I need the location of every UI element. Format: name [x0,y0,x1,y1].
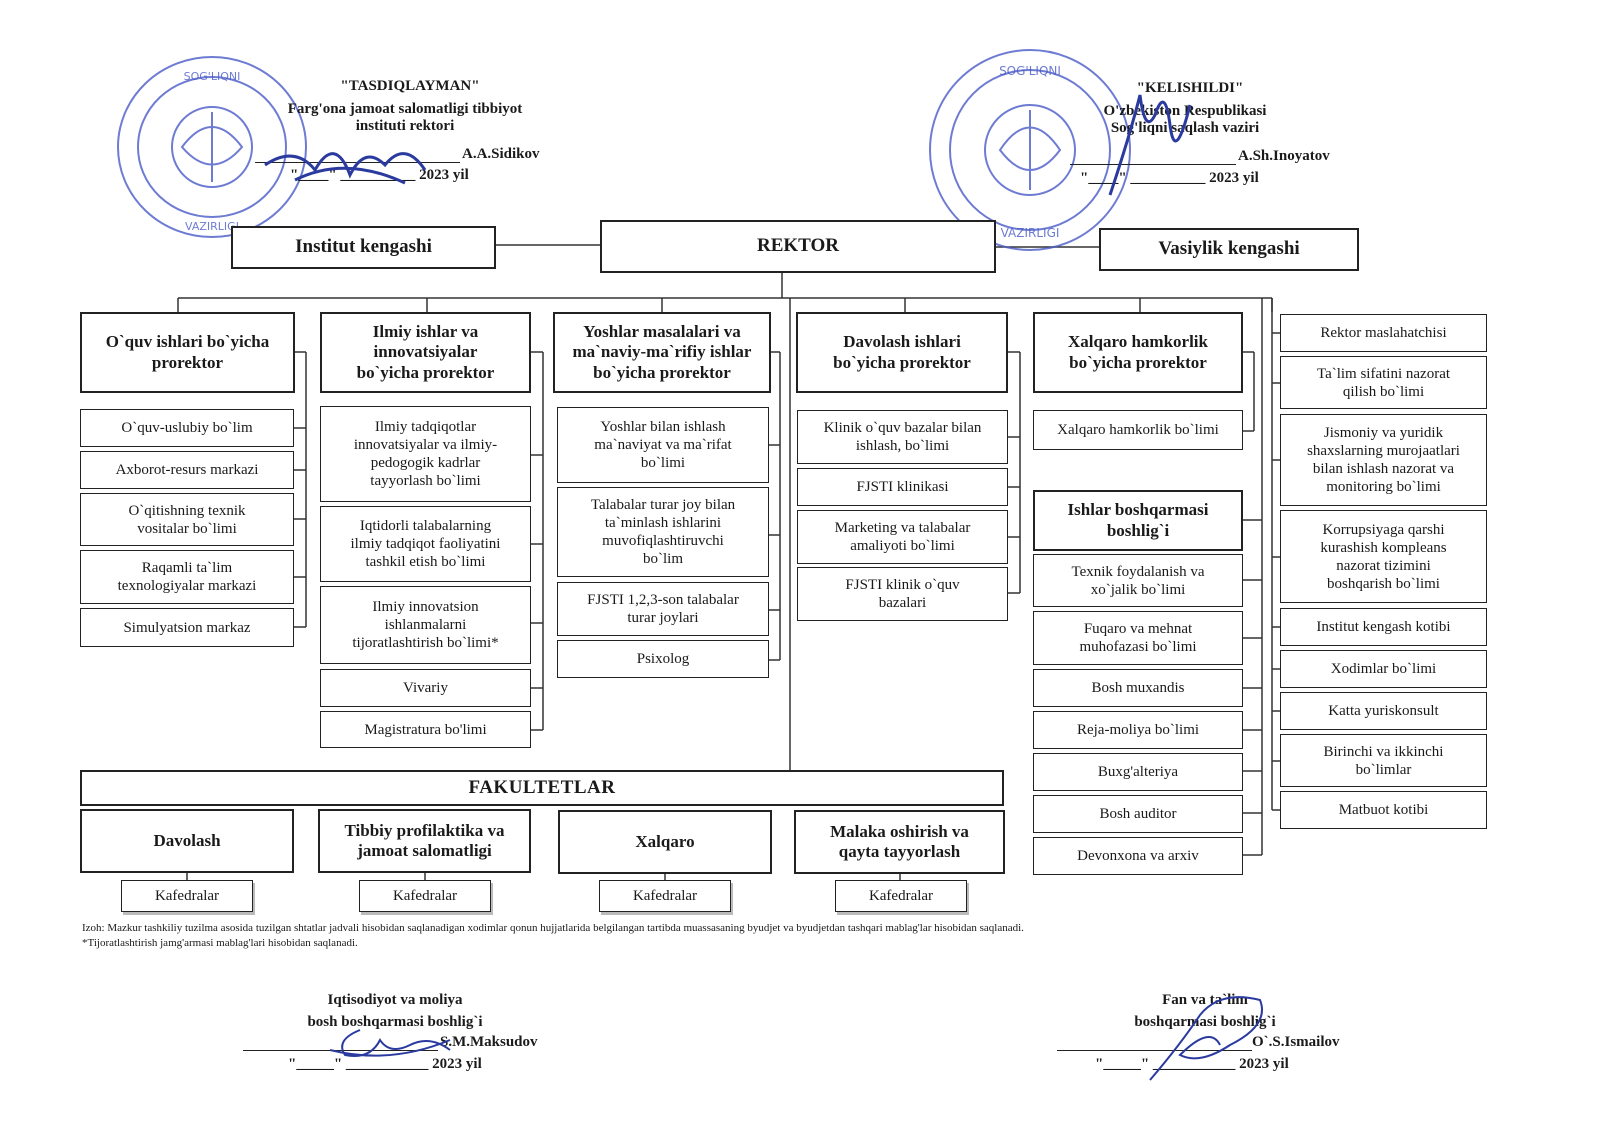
col6-item: Rektor maslahatchisi [1280,314,1487,352]
col6-item: Matbuot kotibi [1280,791,1487,829]
sign-right-title: Fan va ta`lim boshqarmasi boshlig`i [1134,992,1276,1030]
col6-item: Katta yuriskonsult [1280,692,1487,730]
rektor-box: REKTOR [600,220,996,273]
col1-item: O`quv-uslubiy bo`lim [80,409,294,447]
note-line2: *Tijoratlashtirish jamg'armasi mablag'la… [82,937,358,949]
col5-item2: Bosh muxandis [1033,669,1243,707]
col1-item: Axborot-resurs markazi [80,451,294,489]
bottom-right-signature [1149,996,1263,1081]
sign-right-line [1057,1050,1252,1051]
col3-item: Talabalar turar joy bilan ta`minlash ish… [557,487,769,577]
faculty-box: Davolash [80,809,294,873]
col1-item: Raqamli ta`lim texnologiyalar markazi [80,550,294,604]
approve-left-heading: "TASDIQLAYMAN" [340,78,480,94]
col4-item: FJSTI klinik o`quv bazalari [797,567,1008,621]
sign-left-title: Iqtisodiyot va moliya bosh boshqarmasi b… [307,992,483,1030]
col5-item2: Devonxona va arxiv [1033,837,1243,875]
col6-item: Birinchi va ikkinchi bo`limlar [1280,734,1487,787]
col4-item: Klinik o`quv bazalar bilan ishlash, bo`l… [797,410,1008,464]
approve-right-heading: "KELISHILDI" [1136,80,1244,96]
svg-text:VAZIRLIGI: VAZIRLIGI [185,220,239,233]
kafedralar-box: Kafedralar [835,880,967,912]
approve-left-org: Farg'ona jamoat salomatligi tibbiyot ins… [287,101,523,134]
col3-item: Psixolog [557,640,769,678]
approve-left-name: A.A.Sidikov [462,146,540,162]
col5-item2: Buxg'alteriya [1033,753,1243,791]
col2-item: Vivariy [320,669,531,707]
col3-item: Yoshlar bilan ishlash ma`naviyat va ma`r… [557,407,769,483]
svg-text:VAZIRLIGI: VAZIRLIGI [1001,226,1060,240]
note-line1: Izoh: Mazkur tashkiliy tuzilma asosida t… [82,922,1024,934]
faculty-box: Xalqaro [558,810,772,874]
col6-item: Korrupsiyaga qarshi kurashish kompleans … [1280,510,1487,603]
right-seal-stamp: SOG'LIQNI VAZIRLIGI [929,49,1131,251]
approve-right-name: A.Sh.Inoyatov [1238,148,1330,164]
col4-item: FJSTI klinikasi [797,468,1008,506]
approve-right-date: "____" __________ 2023 yil [1080,170,1259,186]
col4-head: Davolash ishlari bo`yicha prorektor [796,312,1008,393]
col6-item: Institut kengash kotibi [1280,608,1487,646]
svg-text:SOG'LIQNI: SOG'LIQNI [999,64,1061,78]
col6-item: Ta`lim sifatini nazorat qilish bo`limi [1280,356,1487,409]
sign-right-name: O`.S.Ismailov [1252,1034,1340,1050]
left-seal-stamp: SOG'LIQNI VAZIRLIGI [117,56,307,238]
faculties-title: FAKULTETLAR [80,770,1004,806]
left-handwritten-signature [264,152,427,185]
col5-item2: Fuqaro va mehnat muhofazasi bo`limi [1033,611,1243,665]
bottom-left-signature [329,1029,451,1057]
col4-item: Marketing va talabalar amaliyoti bo`limi [797,510,1008,564]
col2-item: Ilmiy innovatsion ishlanmalarni tijoratl… [320,586,531,664]
col3-head: Yoshlar masalalari va ma`naviy-ma`rifiy … [553,312,771,393]
sign-left-date: "_____" ___________ 2023 yil [288,1056,482,1072]
col3-item: FJSTI 1,2,3-son talabalar turar joylari [557,582,769,636]
kafedralar-box: Kafedralar [599,880,731,912]
col2-item: Ilmiy tadqiqotlar innovatsiyalar va ilmi… [320,406,531,502]
col5-head: Xalqaro hamkorlik bo`yicha prorektor [1033,312,1243,393]
svg-text:SOG'LIQNI: SOG'LIQNI [184,70,241,83]
right-handwritten-signature [1108,94,1192,196]
col1-head: O`quv ishlari bo`yicha prorektor [80,312,295,393]
sign-left-line [243,1050,438,1051]
faculty-box: Tibbiy profilaktika va jamoat salomatlig… [318,809,531,873]
col2-item: Iqtidorli talabalarning ilmiy tadqiqot f… [320,506,531,582]
kafedralar-box: Kafedralar [121,880,253,912]
faculty-box: Malaka oshirish va qayta tayyorlash [794,810,1005,874]
sign-right-date: "_____" ___________ 2023 yil [1095,1056,1289,1072]
sign-left-name: S.M.Maksudov [440,1034,538,1050]
institut-kengashi-box: Institut kengashi [231,226,496,269]
col5-item2: Texnik foydalanish va xo`jalik bo`limi [1033,554,1243,607]
col2-head: Ilmiy ishlar va innovatsiyalar bo`yicha … [320,312,531,393]
col5-head2: Ishlar boshqarmasi boshlig`i [1033,490,1243,551]
col2-item: Magistratura bo'limi [320,711,531,748]
kafedralar-box: Kafedralar [359,880,491,912]
col1-item: Simulyatsion markaz [80,608,294,647]
col5-item2: Bosh auditor [1033,795,1243,833]
col1-item: O`qitishning texnik vositalar bo`limi [80,493,294,546]
col6-item: Jismoniy va yuridik shaxslarning murojaa… [1280,414,1487,506]
col5-item: Xalqaro hamkorlik bo`limi [1033,410,1243,450]
col5-item2: Reja-moliya bo`limi [1033,711,1243,749]
approve-right-signline [1070,164,1236,165]
col6-item: Xodimlar bo`limi [1280,650,1487,688]
vasiylik-kengashi-box: Vasiylik kengashi [1099,228,1359,271]
